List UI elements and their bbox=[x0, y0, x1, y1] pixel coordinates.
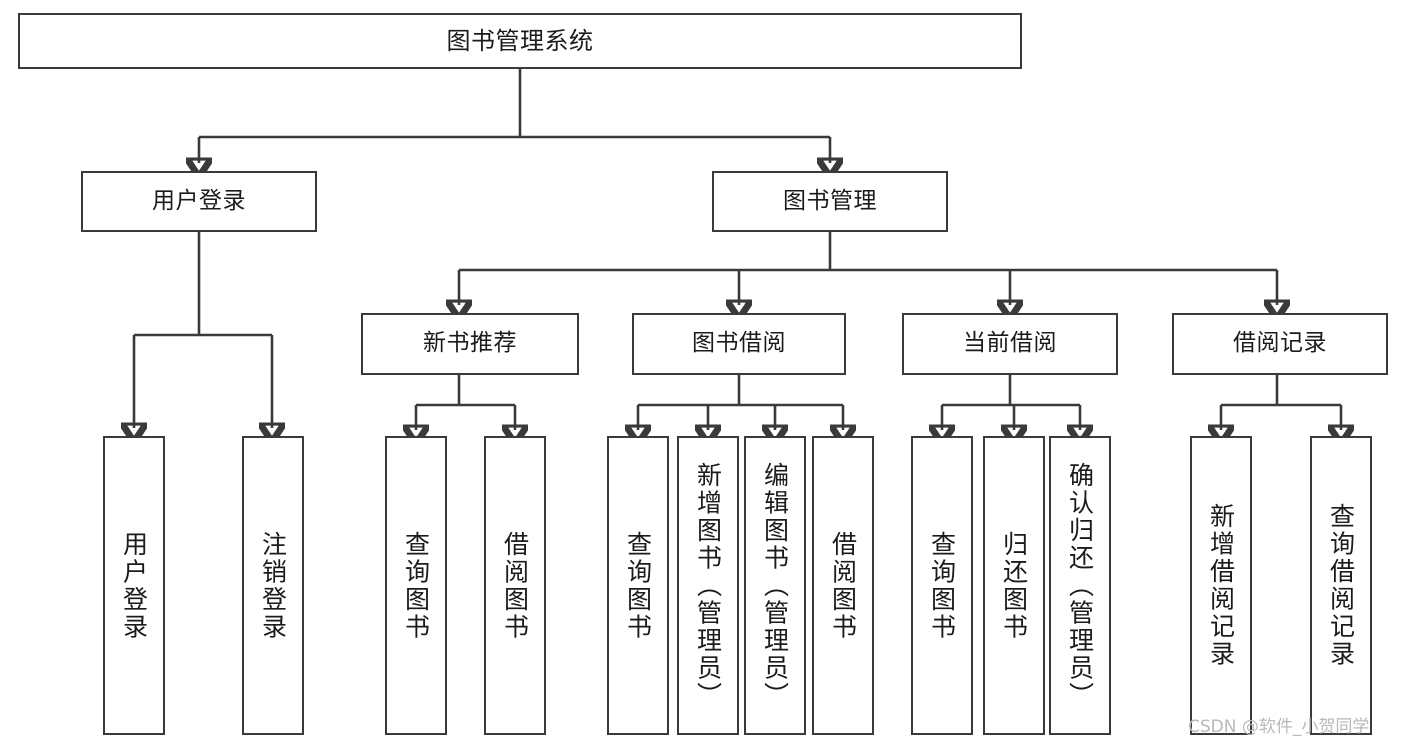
node-label: 图书管理系统 bbox=[446, 26, 594, 55]
leaf-query-book-recommend[interactable]: 查询图书 bbox=[385, 436, 447, 735]
node-label: 查询借阅记录 bbox=[1326, 503, 1356, 668]
node-label: 查询图书 bbox=[927, 530, 957, 641]
leaf-user-logout[interactable]: 注销登录 bbox=[242, 436, 304, 735]
watermark: CSDN @软件_小贺同学 bbox=[1188, 717, 1370, 737]
node-label: 新增图书（管理员） bbox=[693, 461, 723, 710]
node-root[interactable]: 图书管理系统 bbox=[18, 13, 1022, 69]
node-label: 用户登录 bbox=[152, 187, 246, 214]
leaf-add-borrow-record[interactable]: 新增借阅记录 bbox=[1190, 436, 1252, 735]
node-label: 归还图书 bbox=[999, 530, 1029, 641]
leaf-user-login[interactable]: 用户登录 bbox=[103, 436, 165, 735]
leaf-add-book-admin[interactable]: 新增图书（管理员） bbox=[677, 436, 739, 735]
node-label: 确认归还（管理员） bbox=[1065, 461, 1095, 710]
node-book-management-group[interactable]: 图书管理 bbox=[712, 171, 948, 232]
node-user-login-group[interactable]: 用户登录 bbox=[81, 171, 317, 232]
leaf-query-book-current[interactable]: 查询图书 bbox=[911, 436, 973, 735]
node-label: 新增借阅记录 bbox=[1206, 503, 1236, 668]
leaf-edit-book-admin[interactable]: 编辑图书（管理员） bbox=[744, 436, 806, 735]
node-label: 图书借阅 bbox=[692, 330, 786, 357]
node-label: 当前借阅 bbox=[963, 330, 1057, 357]
node-label: 查询图书 bbox=[623, 530, 653, 641]
node-borrow-records[interactable]: 借阅记录 bbox=[1172, 313, 1388, 375]
node-new-book-recommend[interactable]: 新书推荐 bbox=[361, 313, 579, 375]
node-label: 借阅图书 bbox=[500, 530, 530, 641]
node-label: 图书管理 bbox=[783, 187, 877, 214]
leaf-borrow-book-recommend[interactable]: 借阅图书 bbox=[484, 436, 546, 735]
leaf-query-borrow-record[interactable]: 查询借阅记录 bbox=[1310, 436, 1372, 735]
leaf-query-book-borrow[interactable]: 查询图书 bbox=[607, 436, 669, 735]
leaf-return-book[interactable]: 归还图书 bbox=[983, 436, 1045, 735]
node-label: 借阅图书 bbox=[828, 530, 858, 641]
node-current-borrow[interactable]: 当前借阅 bbox=[902, 313, 1118, 375]
node-label: 注销登录 bbox=[258, 530, 288, 641]
node-label: 用户登录 bbox=[119, 530, 149, 641]
node-book-borrow[interactable]: 图书借阅 bbox=[632, 313, 846, 375]
node-label: 编辑图书（管理员） bbox=[760, 461, 790, 710]
node-label: 查询图书 bbox=[401, 530, 431, 641]
node-label: 新书推荐 bbox=[423, 330, 517, 357]
leaf-confirm-return-admin[interactable]: 确认归还（管理员） bbox=[1049, 436, 1111, 735]
node-label: 借阅记录 bbox=[1233, 330, 1327, 357]
leaf-borrow-book[interactable]: 借阅图书 bbox=[812, 436, 874, 735]
